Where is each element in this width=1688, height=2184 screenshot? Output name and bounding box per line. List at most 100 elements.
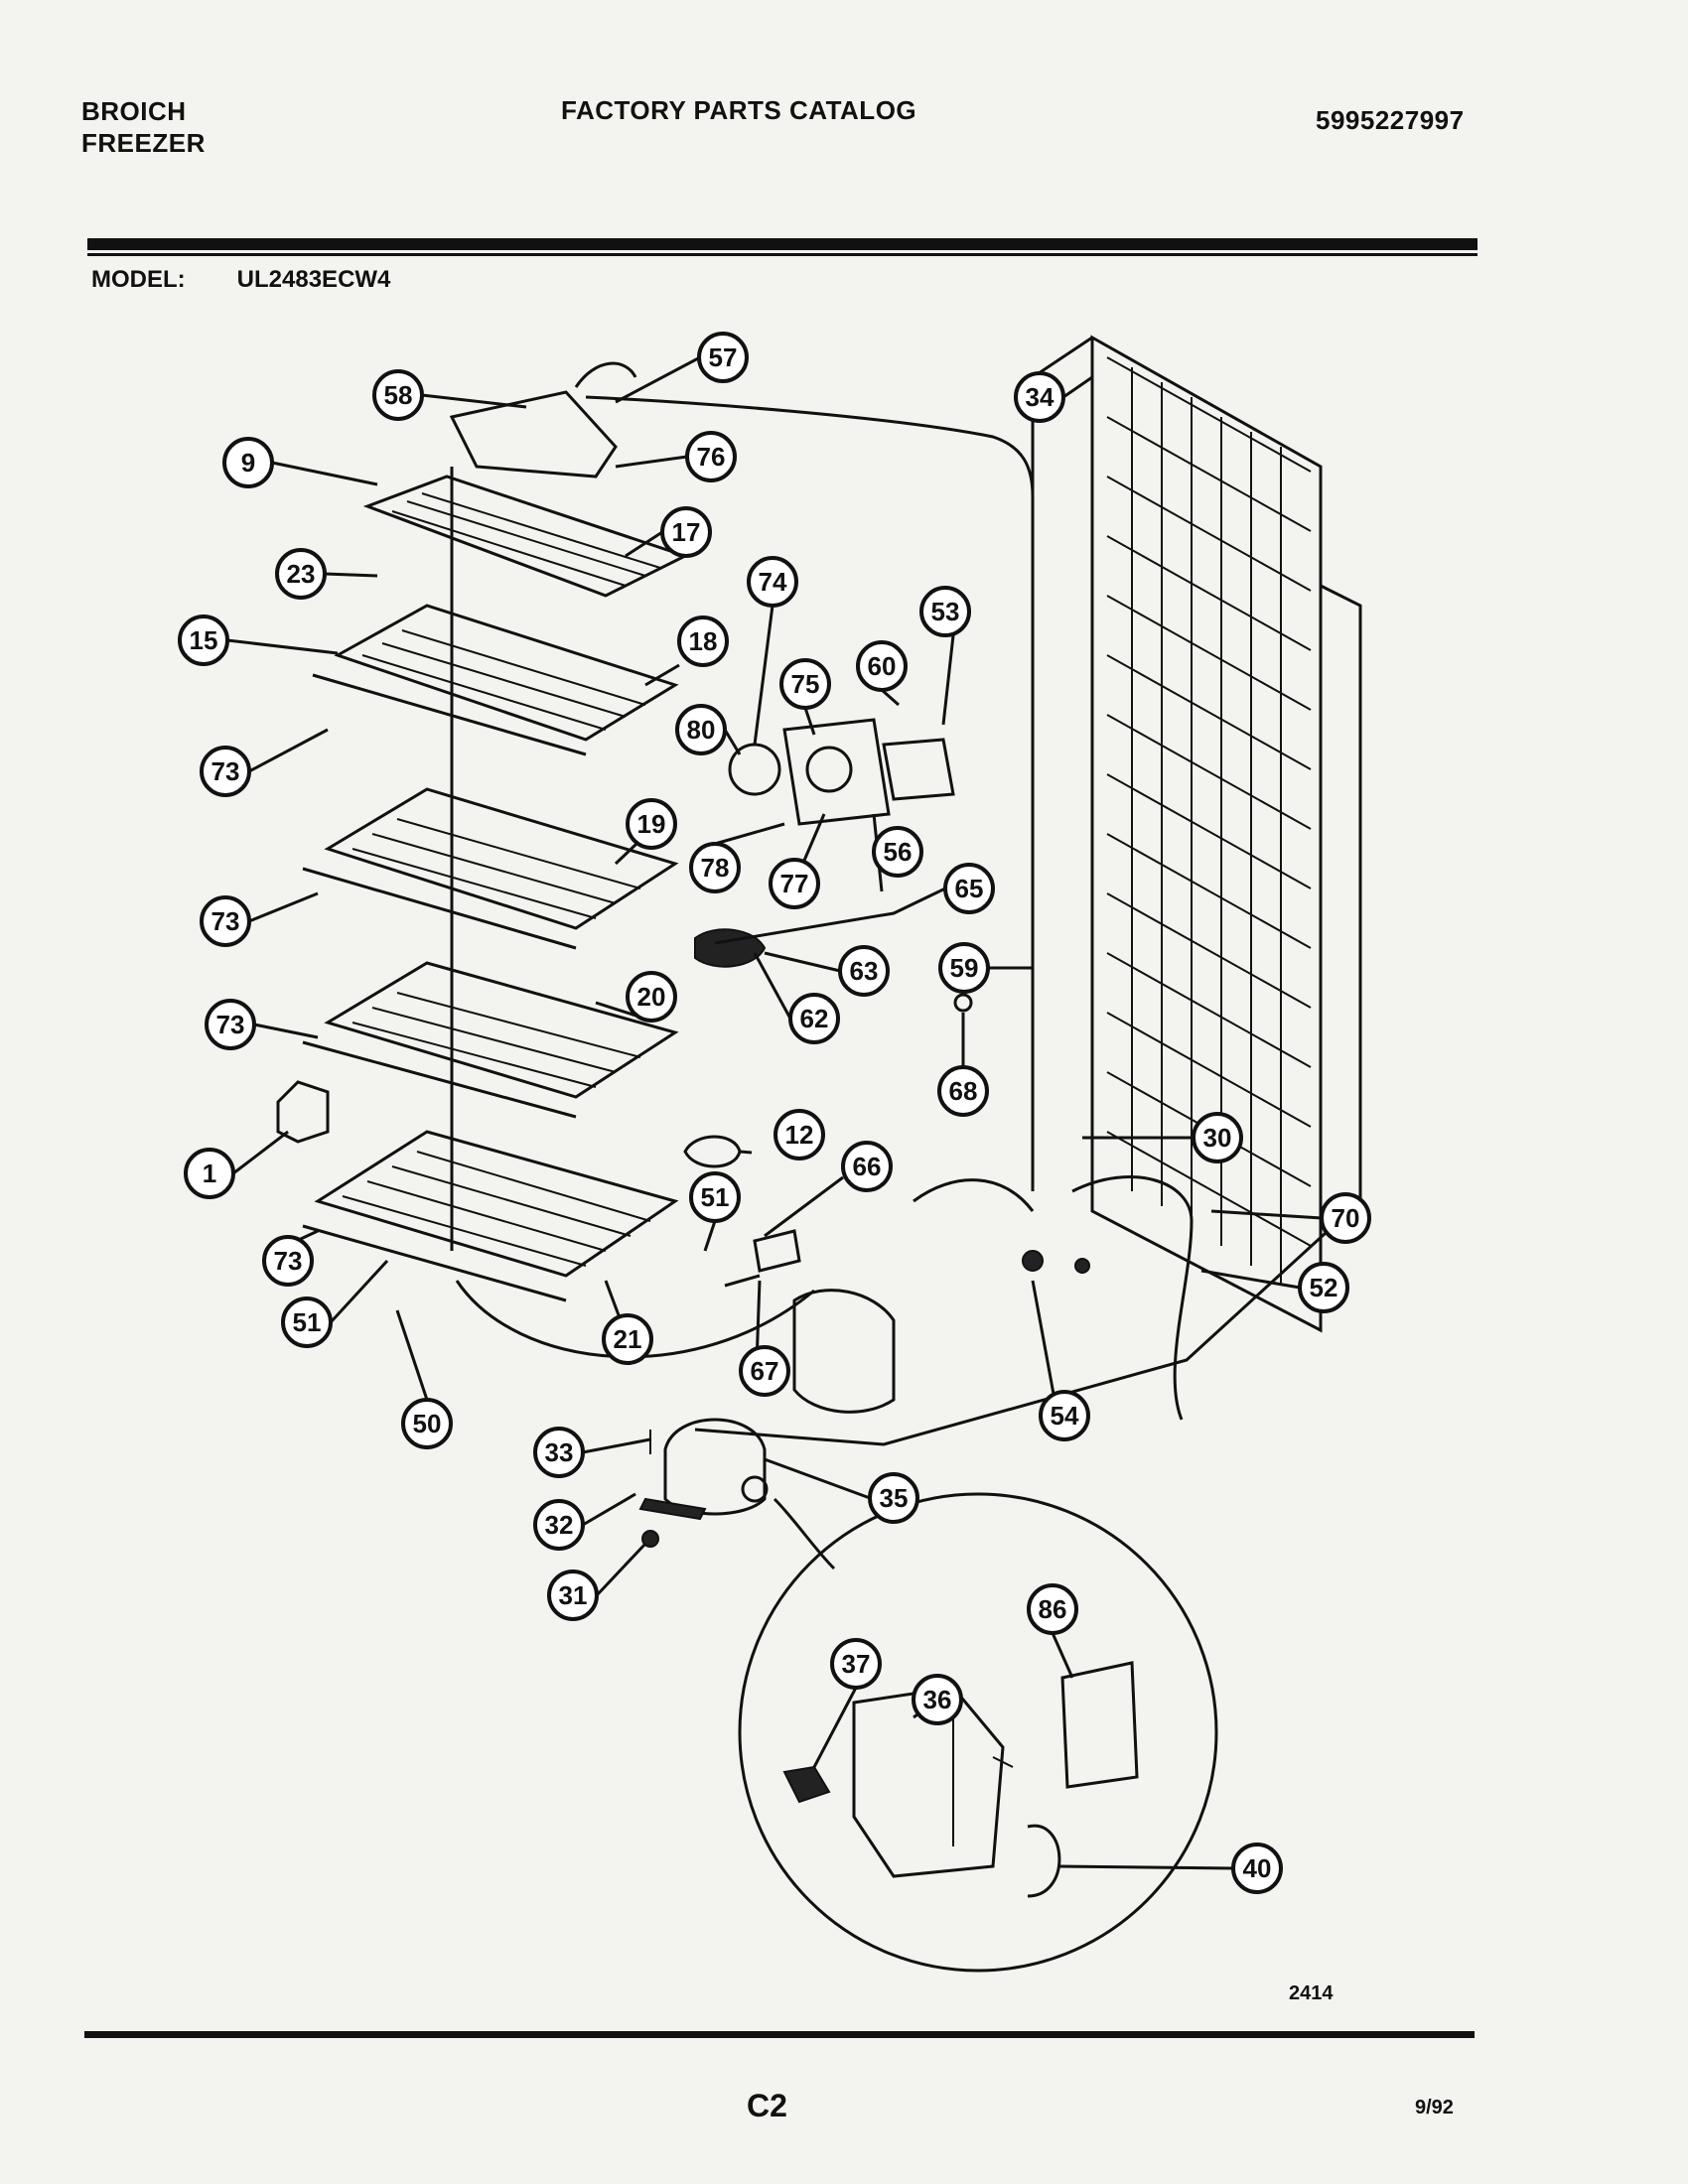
callout-number: 30 [1203, 1123, 1232, 1153]
callout: 73 [205, 999, 256, 1050]
callout-number: 51 [293, 1307, 322, 1337]
callout: 51 [281, 1297, 333, 1348]
diagram-code: 2414 [1289, 1982, 1334, 2004]
callout-number: 51 [701, 1182, 730, 1212]
callout: 75 [779, 658, 831, 710]
callout: 77 [769, 858, 820, 909]
callout-number: 59 [950, 953, 979, 983]
callout: 23 [275, 548, 327, 600]
callout: 31 [547, 1570, 599, 1621]
callout: 33 [533, 1427, 585, 1478]
model-label: MODEL: [91, 266, 186, 293]
callout: 17 [660, 506, 712, 558]
callout: 73 [200, 746, 251, 797]
callout-number: 70 [1332, 1203, 1360, 1233]
callout: 76 [685, 431, 737, 482]
callout: 35 [868, 1472, 919, 1524]
callout-number: 62 [800, 1004, 829, 1033]
callout: 34 [1014, 371, 1065, 423]
callout-number: 73 [211, 756, 240, 786]
callout-number: 52 [1310, 1273, 1338, 1302]
callout: 63 [838, 945, 890, 997]
callout-number: 63 [850, 956, 879, 986]
callout-number: 19 [637, 809, 666, 839]
callout-number: 75 [791, 669, 820, 699]
callout: 36 [912, 1674, 963, 1725]
callout-number: 33 [545, 1437, 574, 1467]
callout-number: 35 [880, 1483, 909, 1513]
callout-number: 40 [1243, 1853, 1272, 1883]
callout: 73 [200, 895, 251, 947]
callout-number: 23 [287, 559, 316, 589]
callout-number: 32 [545, 1510, 574, 1540]
callout-number: 73 [211, 906, 240, 936]
callout-number: 17 [672, 517, 701, 547]
callout: 19 [626, 798, 677, 850]
brand-line-1: BROICH [81, 96, 187, 126]
detail-circle-art [738, 1492, 1218, 1973]
header-rule-thin [87, 253, 1477, 256]
catalog-title: FACTORY PARTS CATALOG [561, 95, 917, 125]
callout-number: 65 [955, 874, 984, 903]
callout-number: 20 [637, 982, 666, 1012]
callout-number: 21 [614, 1324, 642, 1354]
callout: 53 [919, 586, 971, 637]
callout-number: 31 [559, 1580, 588, 1610]
callout: 66 [841, 1141, 893, 1192]
callout-number: 54 [1051, 1401, 1079, 1431]
callout: 37 [830, 1638, 882, 1690]
callout: 73 [262, 1235, 314, 1287]
callout: 58 [372, 369, 424, 421]
callout: 65 [943, 863, 995, 914]
callout: 62 [788, 993, 840, 1044]
callout-number: 68 [949, 1076, 978, 1106]
leader-lines [226, 355, 1323, 1870]
callout-number: 60 [868, 651, 897, 681]
callout-number: 58 [384, 380, 413, 410]
callout: 57 [697, 332, 749, 383]
callout: 51 [689, 1171, 741, 1223]
callout: 80 [675, 704, 727, 755]
callout-number: 77 [780, 869, 809, 898]
callout-number: 1 [203, 1159, 216, 1188]
callout: 20 [626, 971, 677, 1023]
callout-number: 78 [701, 853, 730, 883]
callout-number: 34 [1026, 382, 1055, 412]
callout-number: 86 [1039, 1594, 1067, 1624]
catalog-part-number: 5995227997 [1316, 105, 1465, 135]
callout: 1 [184, 1148, 235, 1199]
callout: 52 [1298, 1262, 1349, 1313]
callout: 9 [222, 437, 274, 488]
callout-number: 12 [785, 1120, 814, 1150]
header-rule [87, 238, 1477, 250]
callout-number: 50 [413, 1409, 442, 1438]
callout: 56 [872, 826, 923, 878]
callout: 70 [1320, 1192, 1371, 1244]
brand-name: BROICH FREEZER [81, 95, 206, 159]
callout-number: 80 [687, 715, 716, 745]
callout: 74 [747, 556, 798, 608]
compressor-art [638, 1418, 769, 1548]
callout-number: 73 [216, 1010, 245, 1039]
callout: 15 [178, 614, 229, 666]
callout-number: 73 [274, 1246, 303, 1276]
callout-number: 36 [923, 1685, 952, 1714]
callout: 50 [401, 1398, 453, 1449]
evaporator-cabinet-art [455, 335, 1362, 1446]
callout-number: 37 [842, 1649, 871, 1679]
callout: 12 [774, 1109, 825, 1160]
callout-number: 53 [931, 597, 960, 626]
callout-number: 76 [697, 442, 726, 472]
callout-number: 66 [853, 1152, 882, 1181]
callout: 32 [533, 1499, 585, 1551]
callout-number: 15 [190, 625, 218, 655]
model-number: UL2483ECW4 [236, 266, 391, 293]
callout: 78 [689, 842, 741, 893]
callout: 67 [739, 1345, 790, 1397]
model-line: MODEL: UL2483ECW4 [91, 266, 390, 294]
callout-number: 18 [689, 626, 718, 656]
callout: 86 [1027, 1583, 1078, 1635]
callout-labels: 58 57 34 9 76 17 23 74 53 15 18 75 60 73… [178, 332, 1371, 1894]
